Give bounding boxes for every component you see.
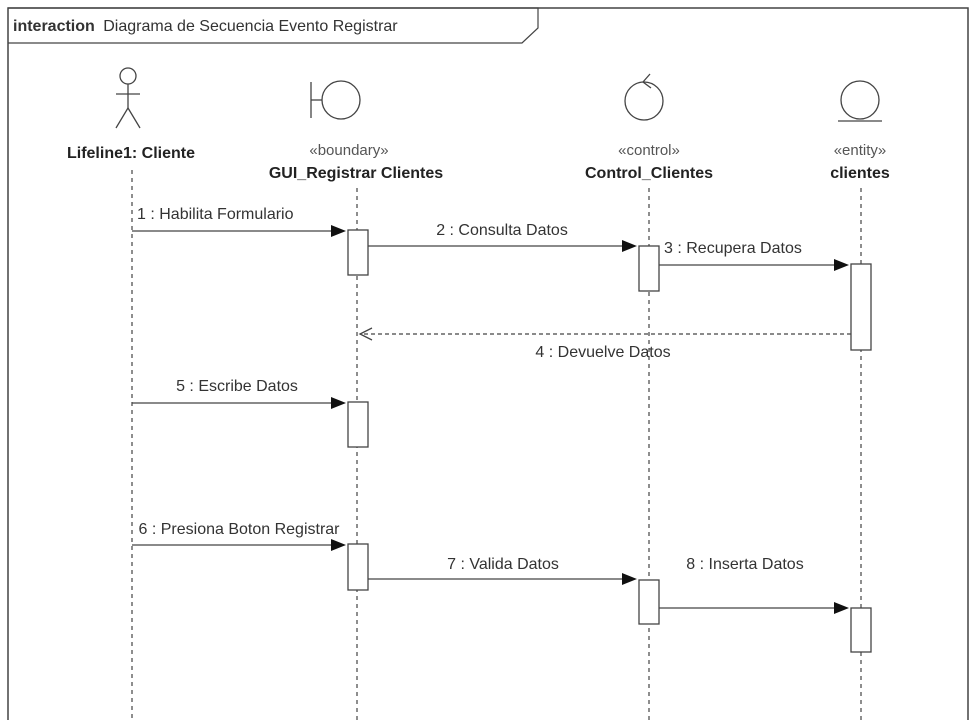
activation-bar <box>850 607 872 653</box>
control-icon <box>624 73 664 121</box>
message-label: 1 : Habilita Formulario <box>137 206 294 223</box>
message-1[interactable]: 1 : Habilita Formulario <box>132 206 346 237</box>
activation-bar <box>347 229 369 276</box>
lifeline-name: Lifeline1: Cliente <box>67 145 195 162</box>
message-8[interactable]: 8 : Inserta Datos <box>659 556 849 614</box>
activation-bar <box>638 245 660 292</box>
activation-bar <box>638 579 660 625</box>
message-3[interactable]: 3 : Recupera Datos <box>659 240 849 271</box>
activation-bar <box>347 543 369 591</box>
message-label: 6 : Presiona Boton Registrar <box>139 521 341 538</box>
lifeline-stereotype: «control» <box>618 142 680 159</box>
message-label: 2 : Consulta Datos <box>436 222 568 239</box>
activations <box>347 229 872 653</box>
svg-text:interaction Diagrama de: interaction Diagrama de Secuencia Evento… <box>13 18 398 35</box>
lifeline-name: GUI_Registrar Clientes <box>269 165 443 182</box>
lifeline-gui-registrar-clientes[interactable]: «boundary» GUI_Registrar Clientes <box>269 80 443 720</box>
message-label: 3 : Recupera Datos <box>664 240 802 257</box>
message-6[interactable]: 6 : Presiona Boton Registrar <box>132 521 346 551</box>
message-label: 7 : Valida Datos <box>447 556 559 573</box>
interaction-frame: interaction Diagrama de Secuencia Evento… <box>7 7 969 720</box>
message-label: 5 : Escribe Datos <box>176 378 298 395</box>
activation-bar <box>850 263 872 351</box>
lifeline-name: clientes <box>830 165 890 182</box>
frame-keyword: interaction <box>13 18 95 35</box>
message-4[interactable]: 4 : Devuelve Datos <box>358 327 851 361</box>
lifeline-stereotype: «boundary» <box>309 142 388 159</box>
message-7[interactable]: 7 : Valida Datos <box>368 556 637 585</box>
messages: 1 : Habilita Formulario 2 : Consulta Dat… <box>132 206 851 614</box>
message-5[interactable]: 5 : Escribe Datos <box>132 378 346 409</box>
lifeline-cliente[interactable]: Lifeline1: Cliente <box>67 67 195 720</box>
lifeline-name: Control_Clientes <box>585 165 713 182</box>
message-label: 4 : Devuelve Datos <box>535 344 670 361</box>
lifeline-control-clientes[interactable]: «control» Control_Clientes <box>585 73 713 720</box>
lifeline-stereotype: «entity» <box>834 142 887 159</box>
activation-bar <box>347 401 369 448</box>
entity-icon <box>838 80 882 122</box>
actor-icon <box>115 67 141 129</box>
message-label: 8 : Inserta Datos <box>686 556 803 573</box>
boundary-icon <box>310 80 361 120</box>
frame-title: Diagrama de Secuencia Evento Registrar <box>103 18 398 35</box>
message-2[interactable]: 2 : Consulta Datos <box>368 222 637 252</box>
